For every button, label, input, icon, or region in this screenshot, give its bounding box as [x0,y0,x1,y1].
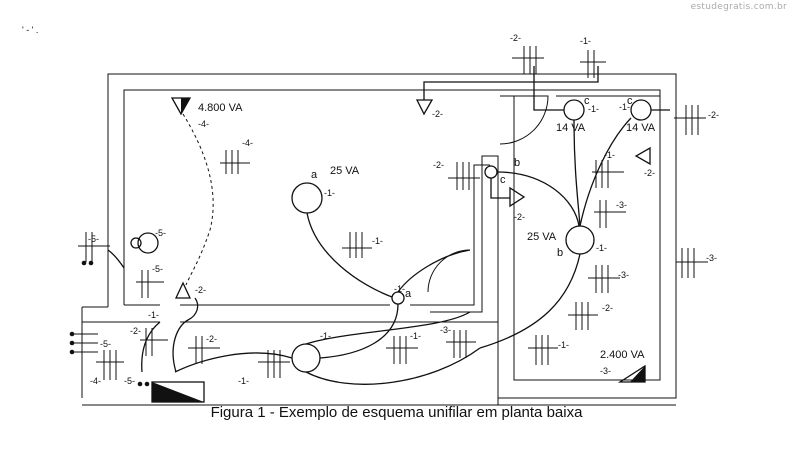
svg-text:-3-: -3- [440,325,451,335]
svg-text:-2-: -2- [432,109,443,119]
svg-text:-2-: -2- [195,285,206,295]
load-2400: 2.400 VA [600,349,645,361]
svg-text:-1-: -1- [580,36,591,46]
svg-text:-2-: -2- [602,303,613,313]
svg-text:-1-: -1- [604,150,615,160]
outlet-4800-fill [181,98,190,114]
watermark: estudegratis.com.br [690,2,787,12]
load-4800: 4.800 VA [198,102,243,114]
distribution-panel [151,381,205,403]
load-14b: 14 VA [626,122,656,134]
svg-text:-4-: -4- [90,376,101,386]
lamp-left-small-inner [130,237,142,249]
svg-text:-1-: -1- [372,236,383,246]
svg-text:-1-: -1- [394,284,405,294]
svg-text:-3-: -3- [616,200,627,210]
svg-text:a: a [311,169,318,181]
walls [81,73,677,406]
svg-text:-2-: -2- [130,326,141,336]
svg-text:c: c [627,95,633,107]
svg-text:-1-: -1- [324,188,335,198]
svg-text:-1-: -1- [148,310,159,320]
svg-text:-3-: -3- [600,366,611,376]
svg-text:-4-: -4- [242,138,253,148]
terminal-dots [69,260,150,387]
svg-text:a: a [405,288,412,300]
load-25b: 25 VA [527,231,557,243]
svg-text:-5-: -5- [100,339,111,349]
wiring [107,66,670,385]
letter-labels: a a b b c c c [311,95,633,300]
svg-text:c: c [500,174,506,186]
lamp-bottom-room [291,343,321,373]
load-labels: 4.800 VA 25 VA 14 VA 14 VA 25 VA 2.400 V… [198,102,656,361]
svg-text:-3-: -3- [706,253,717,263]
wire-ticks [72,46,708,380]
svg-text:-2-: -2- [644,168,655,178]
svg-text:-5-: -5- [155,228,166,238]
top-text-fragment: ' - ' . [22,25,38,35]
lamp-right-room [565,225,595,255]
svg-text:-2-: -2- [510,33,521,43]
outlet-top-icon [415,99,434,116]
load-25a: 25 VA [330,165,360,177]
luminaires [130,99,652,373]
svg-text:b: b [514,157,520,169]
lamp-c-right [630,99,652,121]
outlet-right-icon [634,146,651,166]
svg-text:-4-: -4- [198,119,209,129]
svg-text:-1-: -1- [410,331,421,341]
svg-text:-5-: -5- [88,234,99,244]
svg-text:b: b [557,247,563,259]
switch-b [484,165,498,179]
svg-text:-3-: -3- [618,270,629,280]
outlet-2400-icon [630,366,645,382]
outlet-left-icon [174,281,192,299]
svg-text:-1-: -1- [596,243,607,253]
svg-text:-1-: -1- [320,331,331,341]
figure-caption: Figura 1 - Exemplo de esquema unifilar e… [210,404,583,421]
load-14a: 14 VA [556,122,586,134]
svg-text:-1-: -1- [558,340,569,350]
lamp-left-small [137,232,159,254]
svg-text:c: c [584,95,590,107]
circuit-labels: -4- -4- -1- -1- -1- -2- -2- -2- -1- -1- … [88,33,719,386]
svg-text:-5-: -5- [124,376,135,386]
lamp-left-room [291,182,323,214]
svg-text:-1-: -1- [619,102,630,112]
svg-text:-2-: -2- [708,110,719,120]
svg-text:-1-: -1- [238,376,249,386]
svg-text:-1-: -1- [588,104,599,114]
svg-text:-2-: -2- [433,160,444,170]
svg-text:-2-: -2- [514,212,525,222]
svg-text:-2-: -2- [206,334,217,344]
svg-text:-5-: -5- [152,264,163,274]
lamp-c-left [563,99,585,121]
outlet-mid-icon [509,186,526,208]
